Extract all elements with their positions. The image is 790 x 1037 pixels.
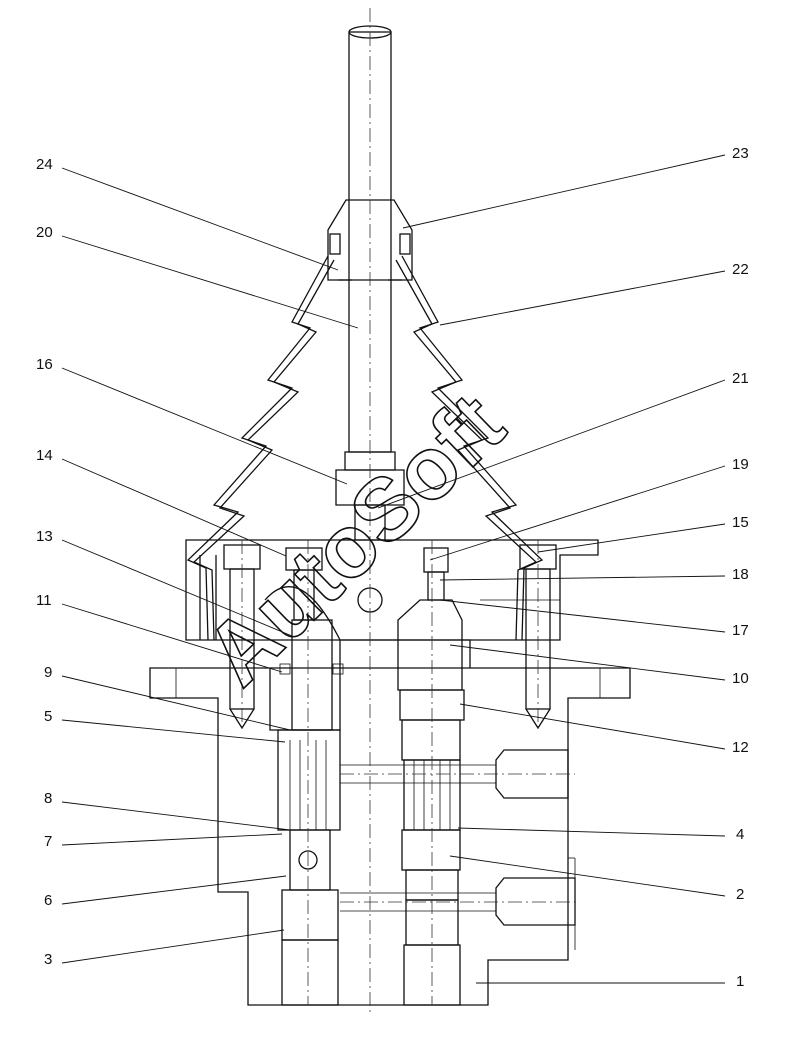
callout-22: 22 [732, 261, 749, 278]
leader-lines [61, 154, 726, 984]
right-spool-assembly [397, 547, 465, 1006]
callout-17: 17 [732, 622, 749, 639]
callout-24: 24 [36, 156, 53, 173]
callout-20: 20 [36, 224, 53, 241]
callout-7: 7 [44, 833, 52, 850]
callout-19: 19 [732, 456, 749, 473]
callout-18: 18 [732, 566, 749, 583]
callout-21: 21 [732, 370, 749, 387]
callout-23: 23 [732, 145, 749, 162]
callout-13: 13 [36, 528, 53, 545]
lever-collar [327, 199, 413, 281]
callout-8: 8 [44, 790, 52, 807]
watermark-text: AutoSoft [186, 374, 522, 703]
callout-14: 14 [36, 447, 53, 464]
callout-10: 10 [732, 670, 749, 687]
port-upper [340, 749, 569, 799]
callout-3: 3 [44, 951, 52, 968]
callout-9: 9 [44, 664, 52, 681]
callout-6: 6 [44, 892, 52, 909]
callout-11: 11 [36, 592, 52, 609]
port-lower [340, 877, 576, 926]
callout-4: 4 [736, 826, 744, 843]
rubber-boot [186, 255, 544, 641]
callout-12: 12 [732, 739, 749, 756]
valve-body [149, 667, 631, 1006]
callout-1: 1 [736, 973, 744, 990]
callout-5: 5 [44, 708, 52, 725]
callout-15: 15 [732, 514, 749, 531]
callout-2: 2 [736, 886, 744, 903]
centerlines [241, 8, 580, 1015]
left-spool-assembly [269, 547, 344, 1006]
callout-numbers: 24 23 20 22 16 21 14 19 15 13 18 11 17 1… [36, 145, 749, 990]
watermark: AutoSoft [186, 374, 524, 705]
callout-16: 16 [36, 356, 53, 373]
